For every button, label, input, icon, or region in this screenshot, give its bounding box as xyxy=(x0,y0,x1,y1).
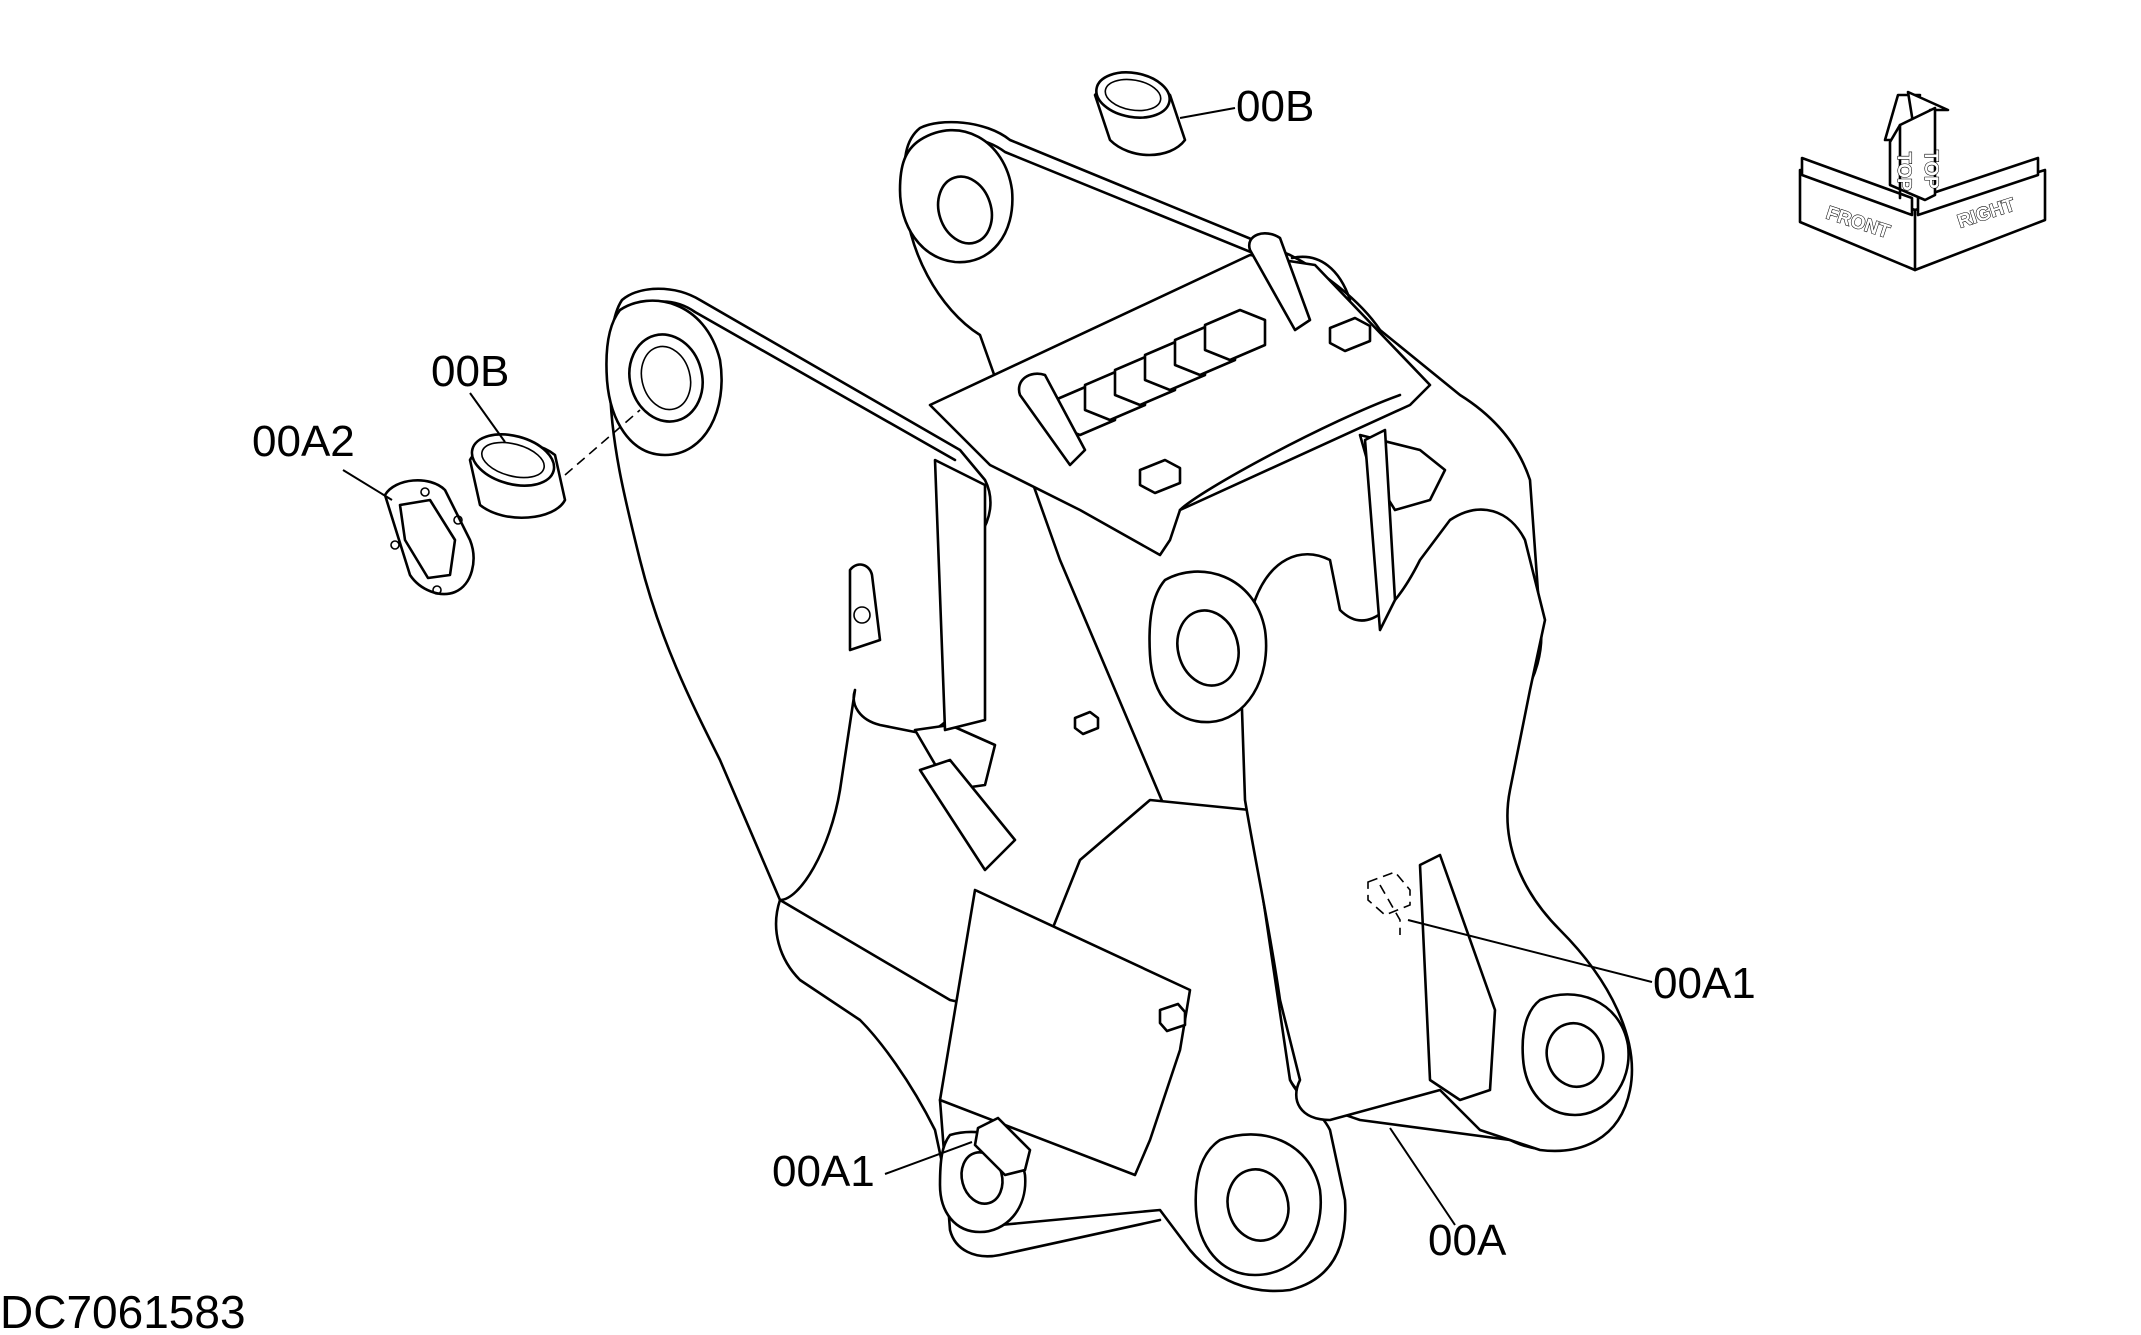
callout-bracket-right: 00A1 xyxy=(1653,959,1756,1008)
callout-bushing-left: 00B xyxy=(431,347,509,396)
orientation-label-top-left: TOP xyxy=(1893,152,1914,191)
callout-plate-left: 00A2 xyxy=(252,417,355,466)
orientation-icon: FRONT TOP TOP RIGHT xyxy=(1798,90,2047,272)
callout-bracket-bottom: 00A1 xyxy=(772,1147,875,1196)
document-number: DC7061583 xyxy=(0,1286,246,1335)
callout-bushing-top: 00B xyxy=(1236,82,1314,131)
plate-left-drawing xyxy=(383,479,475,596)
bushing-top-drawing xyxy=(1093,71,1187,157)
leader-lines xyxy=(342,107,1653,1226)
orientation-label-top-right: TOP xyxy=(1920,150,1941,189)
bracket-frame-drawing xyxy=(605,120,1634,1293)
bushing-left-drawing xyxy=(468,409,641,520)
callout-frame: 00A xyxy=(1428,1216,1507,1265)
